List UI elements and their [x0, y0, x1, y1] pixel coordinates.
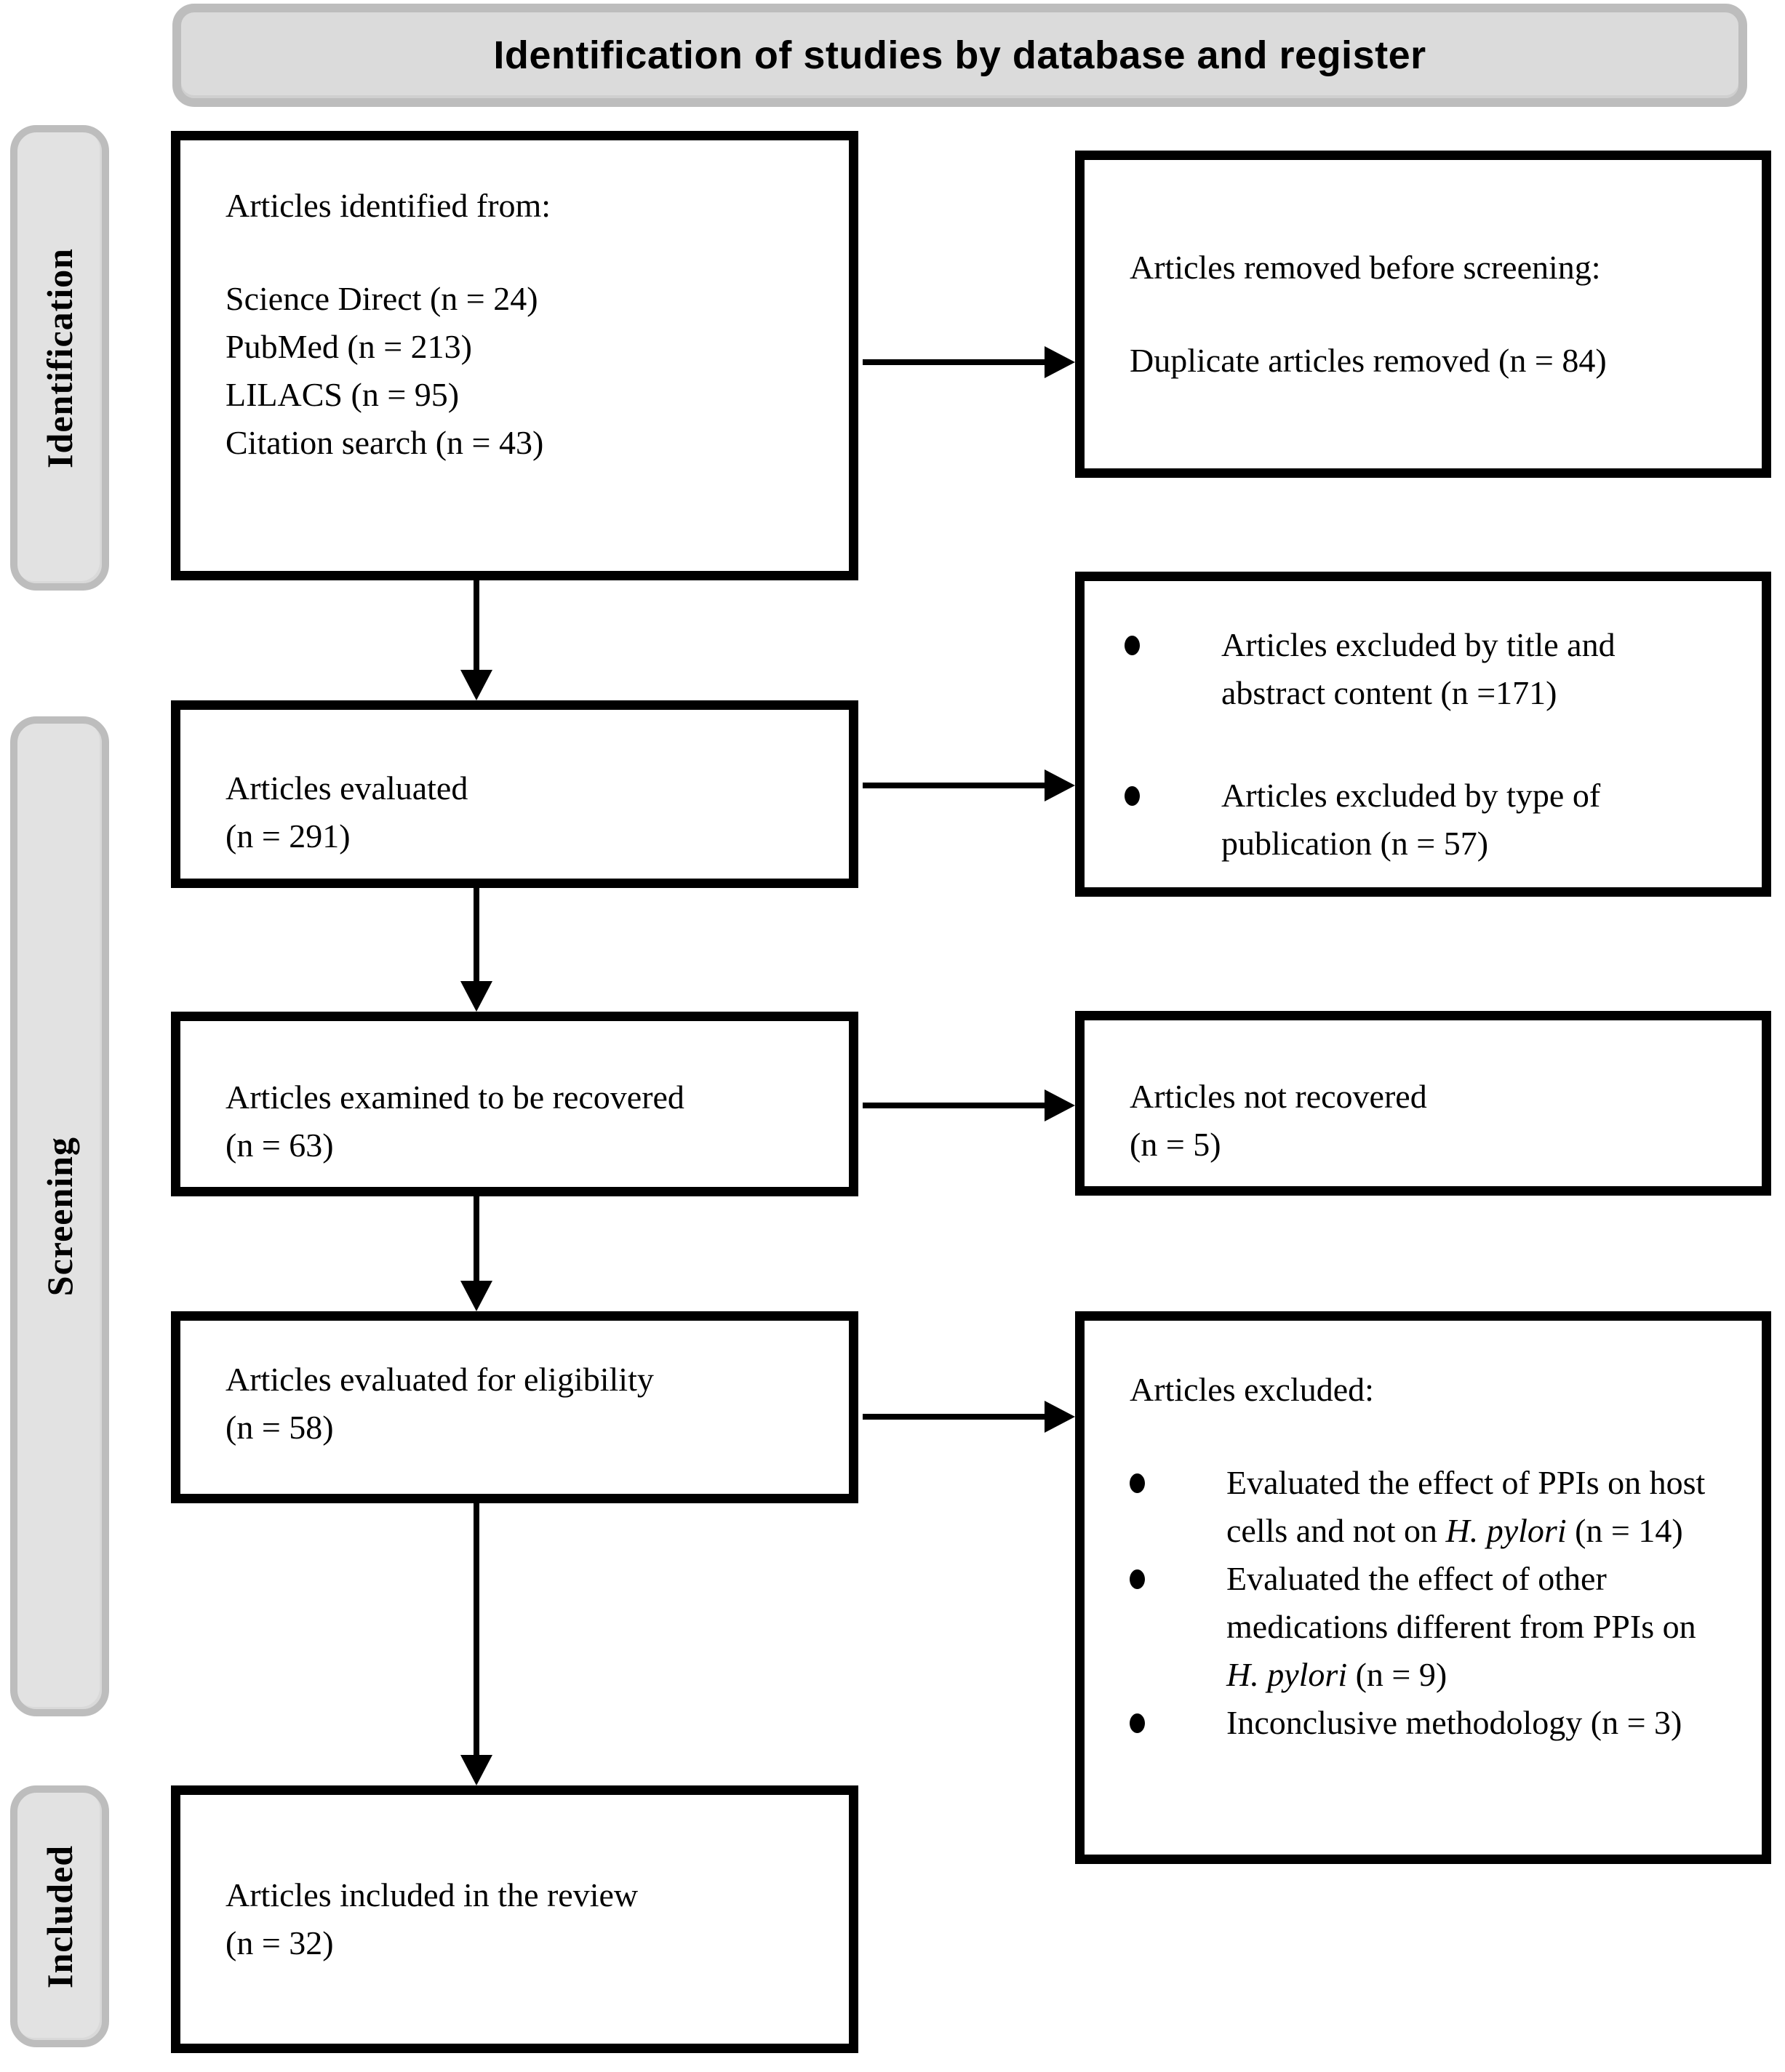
arrow-right-evaluated-to-excluded	[863, 769, 1075, 801]
arrow-head-right-icon	[1045, 1089, 1075, 1121]
bullet-dot-icon	[1125, 786, 1140, 806]
bullet-text: Evaluated the effect of PPIs on host cel…	[1226, 1459, 1728, 1555]
bullet-text-italic: H. pylori	[1445, 1512, 1567, 1549]
box-articles-removed-before-screening: Articles removed before screening: Dupli…	[1075, 151, 1771, 478]
arrow-head-down-icon	[460, 1281, 492, 1311]
box-line-1: Articles evaluated	[225, 769, 468, 807]
arrow-head-right-icon	[1045, 1401, 1075, 1433]
arrow-head-down-icon	[460, 670, 492, 700]
arrow-line	[863, 1103, 1049, 1108]
box-line-2: (n = 32)	[225, 1924, 334, 1961]
arrow-line	[863, 1414, 1049, 1420]
spacer	[1130, 1414, 1740, 1459]
bullet-text: Evaluated the effect of other medication…	[1226, 1555, 1728, 1699]
box-articles-evaluated: Articles evaluated (n = 291)	[171, 700, 858, 888]
source-line: PubMed (n = 213)	[225, 328, 472, 365]
arrow-line	[863, 783, 1049, 788]
bullet-item: Articles excluded by title and abstract …	[1125, 621, 1740, 717]
arrow-down-evaluated-to-examined	[460, 888, 492, 1012]
title-banner: Identification of studies by database an…	[172, 4, 1747, 107]
box-line-1: Articles examined to be recovered	[225, 1079, 684, 1116]
bullet-item: Articles excluded by type of publication…	[1125, 772, 1740, 868]
box-heading: Articles identified from:	[225, 187, 551, 224]
diagram-title: Identification of studies by database an…	[493, 33, 1426, 77]
bullet-item: Evaluated the effect of PPIs on host cel…	[1130, 1459, 1740, 1555]
box-detail: Duplicate articles removed (n = 84)	[1130, 342, 1607, 379]
bullet-text: Articles excluded by title and abstract …	[1221, 626, 1616, 711]
source-line: Science Direct (n = 24)	[225, 280, 538, 317]
box-heading: Articles excluded:	[1130, 1371, 1374, 1408]
arrow-head-down-icon	[460, 981, 492, 1012]
arrow-head-right-icon	[1045, 769, 1075, 801]
arrow-line	[474, 1503, 479, 1758]
bullet-dot-icon	[1130, 1569, 1145, 1589]
arrow-right-identified-to-removed	[863, 346, 1075, 378]
source-line: Citation search (n = 43)	[225, 424, 544, 461]
box-articles-identified: Articles identified from: Science Direct…	[171, 131, 858, 580]
bullet-text-part: Evaluated the effect of PPIs on host cel…	[1226, 1464, 1706, 1549]
box-line-2: (n = 291)	[225, 817, 351, 855]
bullet-item: Inconclusive methodology (n = 3)	[1130, 1699, 1740, 1747]
bullet-text-part: Evaluated the effect of other medication…	[1226, 1560, 1696, 1645]
bullet-text-italic: H. pylori	[1226, 1656, 1348, 1693]
arrow-line	[474, 888, 479, 984]
arrow-line	[863, 359, 1049, 365]
box-articles-excluded-screening: Articles excluded by title and abstract …	[1075, 572, 1771, 897]
box-line-2: (n = 58)	[225, 1409, 334, 1446]
box-articles-eligibility: Articles evaluated for eligibility (n = …	[171, 1311, 858, 1503]
source-line: LILACS (n = 95)	[225, 376, 460, 413]
bullet-text: Inconclusive methodology (n = 3)	[1226, 1704, 1682, 1741]
box-articles-included: Articles included in the review (n = 32)	[171, 1785, 858, 2053]
box-articles-examined: Articles examined to be recovered (n = 6…	[171, 1012, 858, 1196]
stage-label-identification: Identification	[39, 247, 80, 468]
spacer	[1130, 292, 1733, 337]
box-line-1: Articles not recovered	[1130, 1078, 1427, 1115]
stage-panel-screening: Screening	[10, 716, 109, 1716]
arrow-right-examined-to-not-recovered	[863, 1089, 1075, 1121]
box-heading: Articles removed before screening:	[1130, 249, 1601, 286]
arrow-line	[474, 580, 479, 673]
box-line-1: Articles evaluated for eligibility	[225, 1361, 654, 1398]
stage-panel-included: Included	[10, 1785, 109, 2047]
bullet-dot-icon	[1130, 1713, 1145, 1733]
bullet-text-part: (n = 9)	[1347, 1656, 1447, 1693]
stage-label-screening: Screening	[39, 1136, 80, 1297]
box-line-2: (n = 5)	[1130, 1126, 1221, 1163]
box-articles-not-recovered: Articles not recovered (n = 5)	[1075, 1011, 1771, 1196]
bullet-item: Evaluated the effect of other medication…	[1130, 1555, 1740, 1699]
arrow-down-eligibility-to-included	[460, 1503, 492, 1785]
arrow-right-eligibility-to-excluded	[863, 1401, 1075, 1433]
stage-label-included: Included	[39, 1844, 80, 1988]
stage-panel-identification: Identification	[10, 125, 109, 591]
box-line-2: (n = 63)	[225, 1127, 334, 1164]
box-articles-excluded-eligibility: Articles excluded: Evaluated the effect …	[1075, 1311, 1771, 1864]
arrow-head-right-icon	[1045, 346, 1075, 378]
arrow-head-down-icon	[460, 1755, 492, 1785]
bullet-text-part: (n = 14)	[1566, 1512, 1683, 1549]
spacer	[225, 230, 820, 275]
bullet-dot-icon	[1130, 1473, 1145, 1493]
arrow-line	[474, 1196, 479, 1284]
bullet-text: Articles excluded by type of publication…	[1221, 777, 1601, 862]
bullet-dot-icon	[1125, 636, 1140, 655]
box-line-1: Articles included in the review	[225, 1876, 639, 1913]
arrow-down-identified-to-evaluated	[460, 580, 492, 700]
arrow-down-examined-to-eligibility	[460, 1196, 492, 1311]
